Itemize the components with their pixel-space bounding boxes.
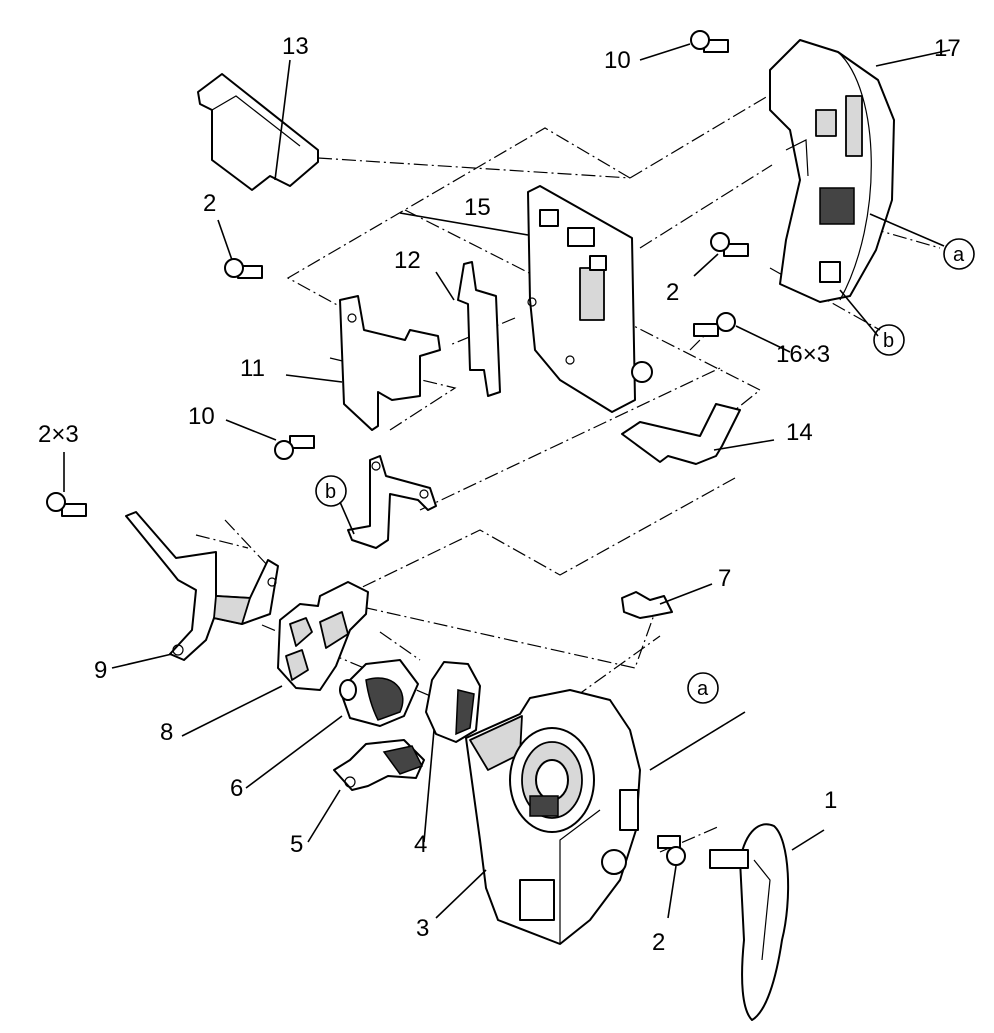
callout-10-top: 10 [604, 47, 631, 74]
callout-6: 6 [230, 775, 243, 802]
callout-15: 15 [464, 194, 491, 221]
callout-3: 3 [416, 915, 429, 942]
ref-b-left: b [315, 475, 347, 507]
part-14-flex [621, 403, 741, 465]
screw-10-mid [274, 435, 315, 460]
screw-10-top [690, 30, 729, 53]
screw-2-bottom [657, 835, 686, 866]
callout-1: 1 [824, 787, 837, 814]
callout-2-upper-left: 2 [203, 190, 216, 217]
callout-17: 17 [934, 35, 961, 62]
screw-2-upper-left [224, 258, 263, 279]
leader-lines [63, 43, 951, 919]
callout-13: 13 [282, 33, 309, 60]
part-15-main-board [527, 185, 653, 413]
part-17-side-cover [769, 39, 895, 303]
part-7-connector [621, 591, 673, 619]
screw-2-right [710, 232, 749, 257]
screw-16 [693, 312, 736, 337]
ref-a-bottom: a [687, 672, 719, 704]
callout-11: 11 [240, 355, 265, 382]
svg-text:b: b [325, 481, 336, 503]
part-4-gasket [425, 661, 481, 743]
callouts: 13 10 17 2 15 12 2 16×3 11 10 14 2×3 7 9… [38, 33, 961, 956]
ref-b-right: b [873, 324, 905, 356]
callout-12: 12 [394, 247, 421, 274]
screw-2x3 [46, 492, 87, 517]
part-3-housing [465, 689, 641, 945]
callout-4: 4 [414, 831, 427, 858]
screws [46, 30, 749, 866]
reference-markers: a b b a [315, 238, 975, 704]
callout-8: 8 [160, 719, 173, 746]
callout-2-bottom: 2 [652, 929, 665, 956]
part-6-module [339, 659, 419, 727]
part-8-plate [277, 581, 369, 691]
callout-9: 9 [94, 657, 107, 684]
ref-a-top: a [943, 238, 975, 270]
callout-14: 14 [786, 419, 813, 446]
callout-2x3: 2×3 [38, 421, 79, 448]
svg-text:a: a [953, 244, 965, 266]
callout-7: 7 [718, 565, 731, 592]
callout-16x3: 16×3 [776, 341, 830, 368]
callout-5: 5 [290, 831, 303, 858]
part-5-clip [333, 739, 425, 791]
part-12-strip [457, 261, 501, 397]
callout-2-right: 2 [666, 279, 679, 306]
callout-10-mid: 10 [188, 403, 215, 430]
part-11-frame [339, 295, 441, 549]
svg-text:b: b [883, 330, 894, 352]
part-13-sheet [197, 73, 319, 191]
svg-text:a: a [697, 678, 709, 700]
part-9-bracket [125, 511, 279, 661]
part-1-lever [709, 823, 790, 1021]
